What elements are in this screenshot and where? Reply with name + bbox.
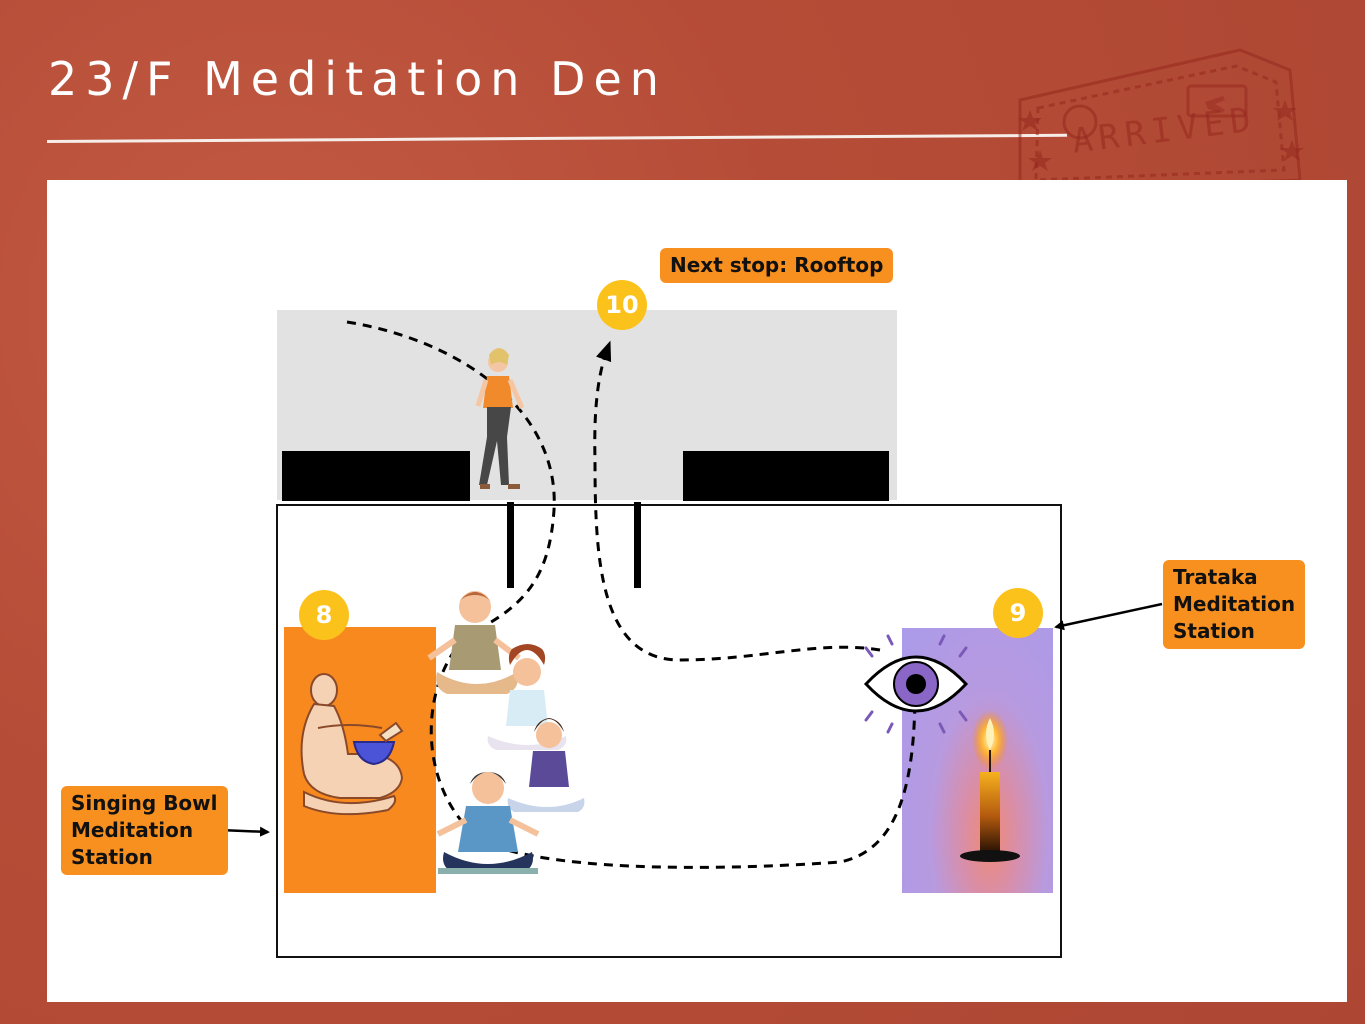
trataka-label: Trataka Meditation Station: [1163, 560, 1306, 649]
next-stop-label: Next stop: Rooftop: [660, 248, 894, 283]
visitor-path: [346, 320, 917, 869]
singing-bowl-label: Singing Bowl Meditation Station: [61, 786, 228, 875]
bench-left: [282, 451, 470, 501]
eye-icon: [863, 634, 969, 734]
monk-singing-bowl-icon: [300, 673, 404, 816]
station-badge-9: 9: [993, 588, 1043, 638]
door-post-right: [634, 502, 641, 588]
bench-right: [683, 451, 889, 501]
station-badge-8: 8: [299, 590, 349, 640]
arrived-stamp-icon: [1018, 48, 1304, 190]
station-badge-10: 10: [597, 280, 647, 330]
singing-bowl-callout-arrow: [219, 826, 270, 837]
page-title: 23/F Meditation Den: [48, 52, 667, 106]
meditating-group-icon: [427, 591, 585, 874]
walking-person-icon: [475, 348, 525, 489]
trataka-callout-arrow: [1054, 602, 1163, 631]
meditation-room: [276, 504, 1062, 958]
door-post-left: [507, 502, 514, 588]
candle-icon: [960, 710, 1020, 862]
